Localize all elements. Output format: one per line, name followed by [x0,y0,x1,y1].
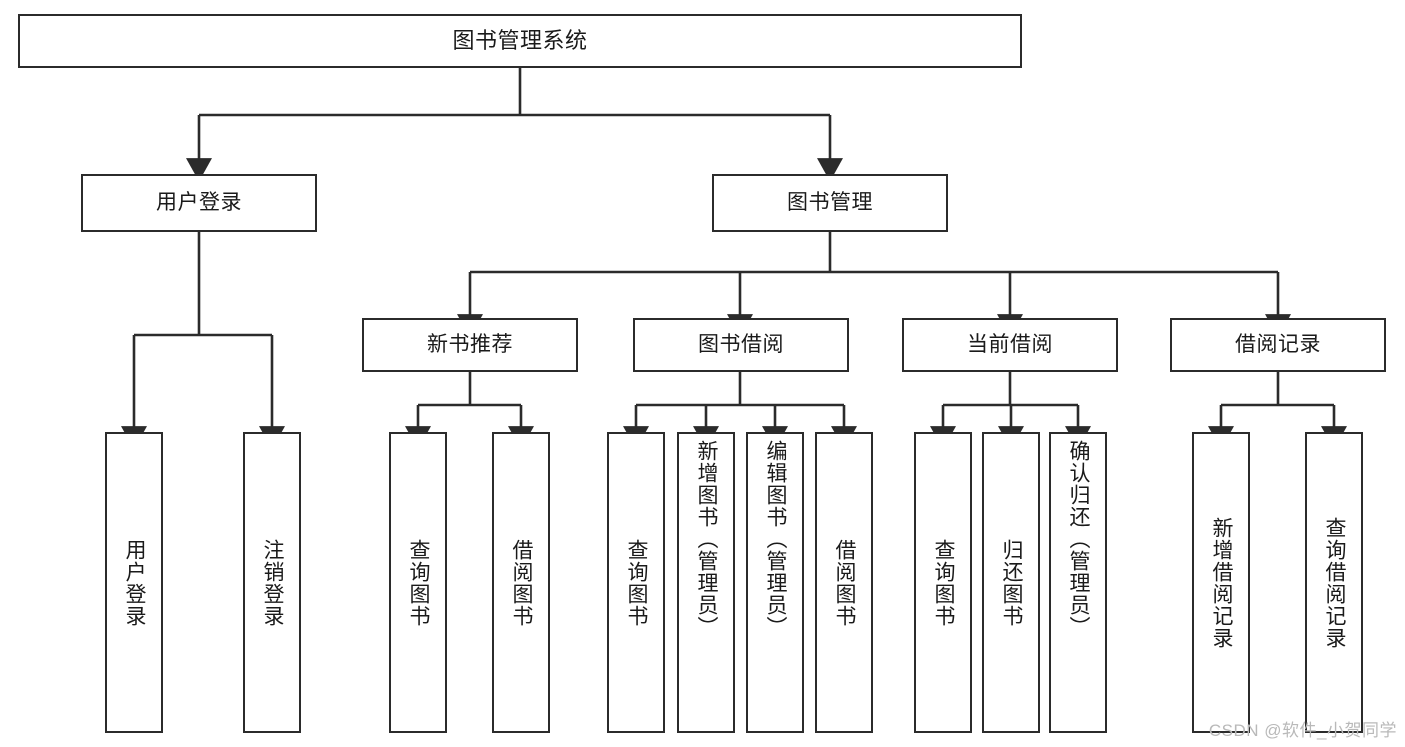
node-borrow-record-label: 借阅记录 [1235,332,1321,356]
node-leaf-add-book[interactable]: 新增图书（管理员） [677,432,735,733]
node-leaf-borrow-book-1-label: 借阅图书 [510,538,534,627]
node-user-login-label: 用户登录 [156,190,242,214]
node-leaf-query-record-label: 查询借阅记录 [1323,516,1347,649]
node-leaf-logout-label: 注销登录 [261,538,285,627]
node-leaf-logout[interactable]: 注销登录 [243,432,301,733]
node-leaf-borrow-book-2[interactable]: 借阅图书 [815,432,873,733]
node-leaf-query-book-1-label: 查询图书 [407,538,431,627]
node-leaf-edit-book[interactable]: 编辑图书（管理员） [746,432,804,733]
node-book-management[interactable]: 图书管理 [712,174,948,232]
node-user-login[interactable]: 用户登录 [81,174,317,232]
node-leaf-borrow-book-2-label: 借阅图书 [833,538,857,627]
node-leaf-return-book-label: 归还图书 [1000,538,1024,627]
node-book-management-label: 图书管理 [787,190,873,214]
node-leaf-add-book-label: 新增图书（管理员） [695,440,719,638]
node-leaf-query-record[interactable]: 查询借阅记录 [1305,432,1363,733]
csdn-watermark: CSDN @软件_小贺同学 [1208,721,1397,740]
node-leaf-user-login-label: 用户登录 [123,538,147,627]
node-root[interactable]: 图书管理系统 [18,14,1022,68]
node-leaf-confirm-return[interactable]: 确认归还（管理员） [1049,432,1107,733]
node-leaf-query-book-2[interactable]: 查询图书 [607,432,665,733]
node-leaf-query-book-3-label: 查询图书 [932,538,956,627]
node-leaf-query-book-2-label: 查询图书 [625,538,649,627]
node-leaf-borrow-book-1[interactable]: 借阅图书 [492,432,550,733]
node-new-book-recommend[interactable]: 新书推荐 [362,318,578,372]
node-current-borrow-label: 当前借阅 [967,332,1053,356]
node-root-label: 图书管理系统 [452,28,588,54]
node-leaf-add-record-label: 新增借阅记录 [1210,516,1234,649]
node-leaf-return-book[interactable]: 归还图书 [982,432,1040,733]
node-current-borrow[interactable]: 当前借阅 [902,318,1118,372]
node-book-borrow-label: 图书借阅 [698,332,784,356]
node-leaf-query-book-3[interactable]: 查询图书 [914,432,972,733]
node-borrow-record[interactable]: 借阅记录 [1170,318,1386,372]
node-leaf-confirm-return-label: 确认归还（管理员） [1067,440,1091,638]
node-new-book-recommend-label: 新书推荐 [427,332,513,356]
node-leaf-query-book-1[interactable]: 查询图书 [389,432,447,733]
node-leaf-edit-book-label: 编辑图书（管理员） [764,440,788,638]
node-leaf-add-record[interactable]: 新增借阅记录 [1192,432,1250,733]
node-book-borrow[interactable]: 图书借阅 [633,318,849,372]
node-leaf-user-login[interactable]: 用户登录 [105,432,163,733]
